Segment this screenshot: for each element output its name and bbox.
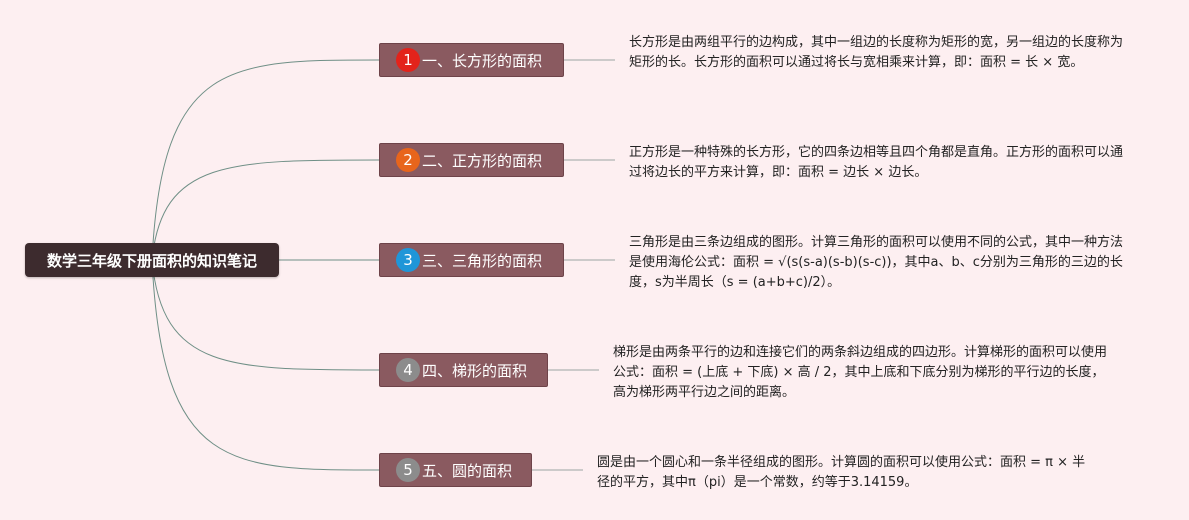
note-rectangle-area: 长方形是由两组平行的边构成，其中一组边的长度称为矩形的宽，另一组边的长度称为矩形…	[629, 35, 1124, 70]
branch-label: 三、三角形的面积	[422, 251, 543, 270]
note-triangle-area: 三角形是由三条边组成的图形。计算三角形的面积可以使用不同的公式，其中一种方法是使…	[629, 235, 1124, 290]
note-circle-area: 圆是由一个圆心和一条半径组成的图形。计算圆的面积可以使用公式：面积 = π × …	[597, 455, 1086, 490]
root-branch-link	[151, 159, 380, 261]
number-badge-icon: 2	[396, 148, 420, 172]
branch-rectangle-area[interactable]: 1 一、长方形的面积	[379, 43, 564, 77]
branch-square-area[interactable]: 2 二、正方形的面积	[379, 143, 564, 177]
number-badge-icon: 3	[396, 248, 420, 272]
root-title: 数学三年级下册面积的知识笔记	[46, 251, 257, 270]
branch-label: 二、正方形的面积	[422, 151, 543, 170]
root-branch-link	[151, 59, 380, 261]
branch-trapezoid-area[interactable]: 4 四、梯形的面积	[379, 353, 548, 387]
root-topic[interactable]: 数学三年级下册面积的知识笔记	[25, 243, 279, 277]
note-square-area: 正方形是一种特殊的长方形，它的四条边相等且四个角都是直角。正方形的面积可以通过将…	[629, 145, 1124, 180]
number-badge-icon: 4	[396, 358, 420, 382]
branch-circle-area[interactable]: 5 五、圆的面积	[379, 453, 532, 487]
number-badge-icon: 5	[396, 458, 420, 482]
branch-triangle-area[interactable]: 3 三、三角形的面积	[379, 243, 564, 277]
branch-label: 四、梯形的面积	[422, 361, 528, 380]
number-badge-icon: 1	[396, 48, 420, 72]
root-branch-link	[151, 259, 380, 371]
root-branch-link	[151, 259, 380, 471]
branch-label: 五、圆的面积	[422, 461, 513, 480]
note-trapezoid-area: 梯形是由两条平行的边和连接它们的两条斜边组成的四边形。计算梯形的面积可以使用公式…	[613, 345, 1108, 400]
branch-label: 一、长方形的面积	[422, 51, 543, 70]
